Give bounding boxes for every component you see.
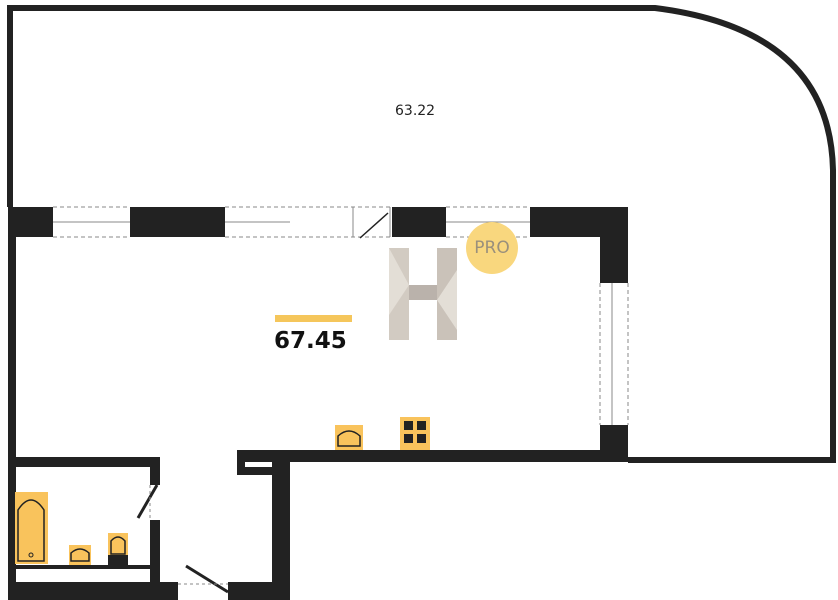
area-accent-bar xyxy=(275,315,352,322)
terrace-area-label: 63.22 xyxy=(395,103,436,119)
pro-badge: PRO xyxy=(466,222,518,274)
kitchen-sink-icon xyxy=(335,425,363,450)
terrace-outline xyxy=(7,5,836,463)
logo-watermark xyxy=(389,248,457,340)
toilet-icon xyxy=(108,533,128,565)
main-area-label: 67.45 xyxy=(274,328,347,354)
doors xyxy=(136,212,389,594)
windows xyxy=(53,206,629,425)
sink-icon xyxy=(69,545,91,565)
bathtub-icon xyxy=(15,492,48,564)
stove-icon xyxy=(400,417,430,450)
exterior-wall xyxy=(8,207,628,600)
door-openings xyxy=(149,485,228,585)
